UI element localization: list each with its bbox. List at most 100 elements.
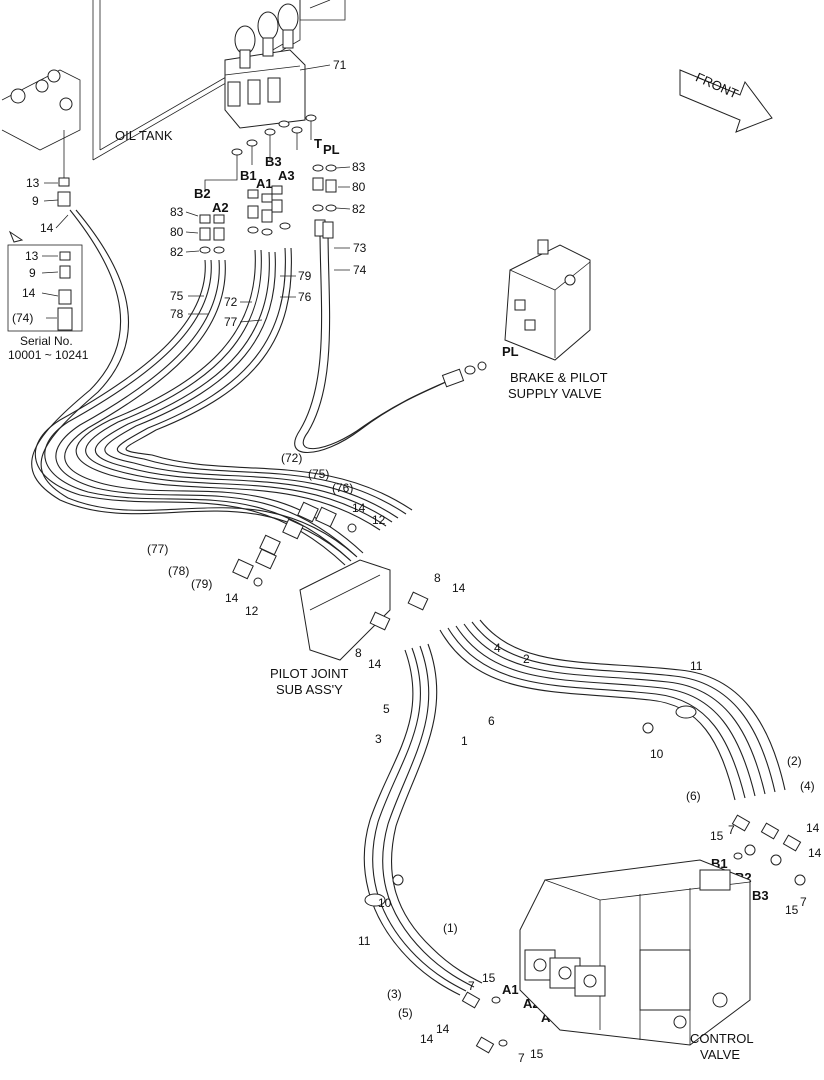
port-pl: PL [323,142,340,157]
callout-72: 72 [224,295,238,309]
port-a3: A3 [278,168,295,183]
port-b1: B1 [240,168,257,183]
control-valve-label-2: VALVE [700,1047,740,1062]
callout-l14a: 14 [420,1032,434,1046]
callout-j12a: 12 [372,513,386,527]
front-arrow-icon [679,69,773,133]
callout-73: 73 [353,241,367,255]
serial-inset [7,230,83,332]
inset-callout-74: (74) [12,311,33,325]
pilot-joint [232,501,429,661]
callout-r14b: 14 [808,846,822,860]
callout-13: 13 [26,176,40,190]
callout-79: 79 [298,269,312,283]
callout-r7b: 7 [800,895,807,909]
brake-pilot-supply-valve [504,239,591,361]
callout-p72: (72) [281,451,302,465]
inset-callout-13: 13 [25,249,39,263]
callout-h3: 3 [375,732,382,746]
oil-tank-label: OIL TANK [115,128,173,143]
callout-82-right: 82 [352,202,366,216]
port-a1: A1 [256,176,273,191]
callout-71: 71 [333,58,347,72]
callout-l5: (5) [398,1006,413,1020]
callout-j8b: 8 [355,646,362,660]
hose-bundle-left [31,209,413,566]
inset-callout-14: 14 [22,286,36,300]
control-valve [519,859,751,1046]
callout-l7a: 7 [468,979,475,993]
valve-orings [204,114,317,190]
port-b3: B3 [265,154,282,169]
callout-80-right: 80 [352,180,366,194]
serial-range: 10001 ~ 10241 [8,348,89,362]
callout-l1: (1) [443,921,458,935]
oil-tank [1,0,346,161]
port-t: T [314,136,322,151]
port-pl-brake: PL [502,344,519,359]
callout-76: 76 [298,290,312,304]
callout-r14a: 14 [806,821,820,835]
callout-83-left: 83 [170,205,184,219]
callout-t10a: 10 [650,747,664,761]
pilot-control-valve [224,3,306,129]
callout-14: 14 [40,221,54,235]
callout-j14d: 14 [368,657,382,671]
callout-r4: (4) [800,779,815,793]
port-a2: A2 [212,200,229,215]
callout-l3: (3) [387,987,402,1001]
callout-74: 74 [353,263,367,277]
callout-h1: 1 [461,734,468,748]
port-b2: B2 [194,186,211,201]
callout-l14b: 14 [436,1022,450,1036]
pilot-joint-label-2: SUB ASS'Y [276,682,343,697]
port-cv-a1: A1 [502,982,519,997]
control-valve-fittings [461,814,806,1054]
port-cv-b3: B3 [752,888,769,903]
callout-r6: (6) [686,789,701,803]
control-valve-label-1: CONTROL [690,1031,754,1046]
callout-r2: (2) [787,754,802,768]
callout-l15b: 15 [530,1047,544,1061]
cable-ties [364,705,697,907]
callout-h5: 5 [383,702,390,716]
inset-callout-9: 9 [29,266,36,280]
callout-p75: (75) [308,467,329,481]
callout-j14b: 14 [225,591,239,605]
callout-9: 9 [32,194,39,208]
callout-h2: 2 [523,652,530,666]
callout-t11a: 11 [690,659,703,673]
callout-p77: (77) [147,542,168,556]
callout-t10b: 10 [378,896,392,910]
callout-75: 75 [170,289,184,303]
callout-80-left: 80 [170,225,184,239]
callout-p78: (78) [168,564,189,578]
callout-p79: (79) [191,577,212,591]
callout-78: 78 [170,307,184,321]
pilot-fittings [199,164,337,254]
callout-r7a: 7 [728,823,735,837]
callout-j14a: 14 [352,501,366,515]
callout-t11b: 11 [358,934,371,948]
callout-r15b: 15 [785,903,799,917]
callout-l15a: 15 [482,971,496,985]
callout-82-left: 82 [170,245,184,259]
callout-h6: 6 [488,714,495,728]
callout-l7b: 7 [518,1051,525,1065]
callout-h4: 4 [494,641,501,655]
hose-to-brake-valve [294,219,487,454]
callout-j14c: 14 [452,581,466,595]
callout-j12b: 12 [245,604,259,618]
callout-r15a: 15 [710,829,724,843]
callout-j8a: 8 [434,571,441,585]
callout-p76: (76) [332,481,353,495]
callout-83-right: 83 [352,160,366,174]
brake-valve-label-2: SUPPLY VALVE [508,386,602,401]
hoses-lower [363,619,786,996]
pilot-joint-label-1: PILOT JOINT [270,666,349,681]
brake-valve-label-1: BRAKE & PILOT [510,370,608,385]
callout-77: 77 [224,315,238,329]
serial-label: Serial No. [20,334,73,348]
